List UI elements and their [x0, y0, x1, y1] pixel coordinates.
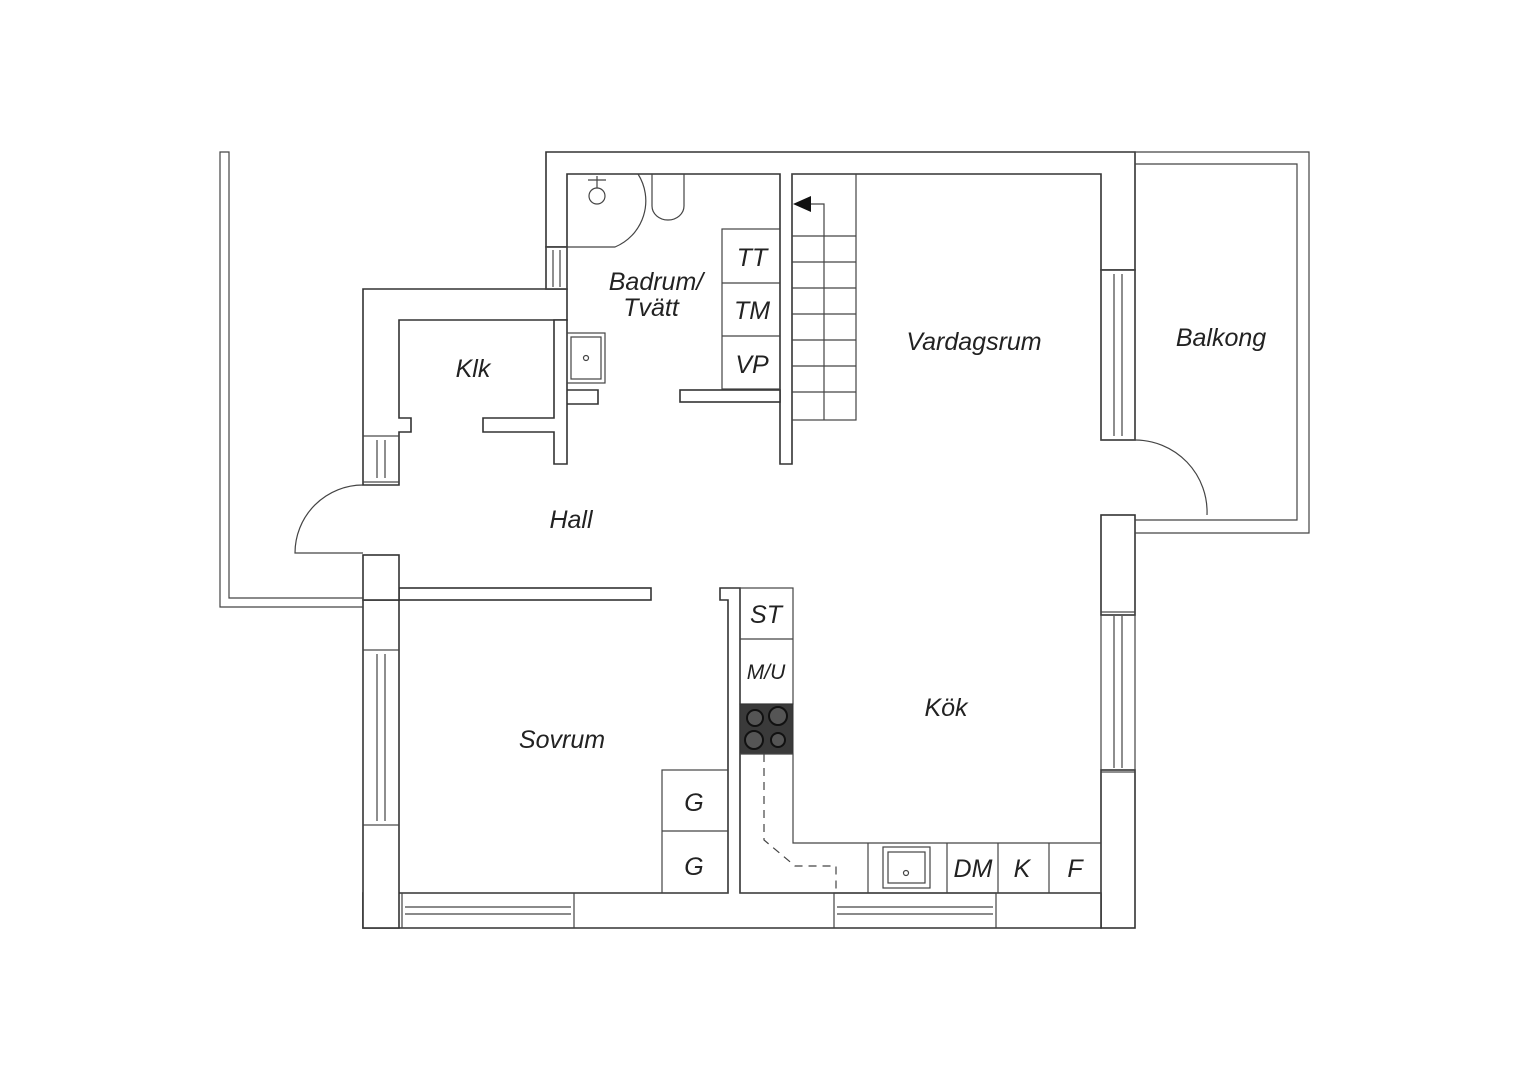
- kitchen-fixtures: [661, 587, 1102, 894]
- g-bottom-label: G: [684, 853, 703, 881]
- tt-label: TT: [737, 244, 769, 272]
- sovrum-label: Sovrum: [519, 726, 605, 754]
- klk-label: Klk: [456, 355, 492, 383]
- toilet-icon: [651, 173, 685, 221]
- washbasin-icon: [566, 332, 606, 384]
- g-top-label: G: [684, 789, 703, 817]
- staircase: [791, 173, 857, 421]
- kok-label: Kök: [924, 694, 969, 722]
- badrum-label: Badrum/: [609, 268, 707, 296]
- fixture-labels: TT TM VP ST M/U G G DM K F: [684, 244, 1084, 883]
- kitchen-sink-icon: [882, 846, 931, 889]
- balkong-label: Balkong: [1176, 324, 1266, 352]
- dm-label: DM: [954, 855, 993, 883]
- hall-label: Hall: [549, 506, 594, 534]
- tvatt-label: Tvätt: [623, 294, 680, 322]
- windows: [362, 246, 1136, 929]
- stair-direction-arrow-icon: [793, 196, 811, 212]
- tm-label: TM: [734, 297, 770, 325]
- mu-label: M/U: [747, 661, 786, 684]
- outer-walls: [219, 151, 1310, 929]
- bathroom-fixtures: [566, 173, 781, 390]
- room-labels: Badrum/ Tvätt Klk Hall Vardagsrum Balkon…: [456, 268, 1267, 754]
- vp-label: VP: [735, 351, 769, 379]
- vardagsrum-label: Vardagsrum: [906, 328, 1041, 356]
- k-label: K: [1014, 855, 1032, 883]
- st-label: ST: [750, 601, 784, 629]
- f-label: F: [1067, 855, 1084, 883]
- shower-icon: [588, 187, 606, 205]
- doors: [294, 173, 1208, 554]
